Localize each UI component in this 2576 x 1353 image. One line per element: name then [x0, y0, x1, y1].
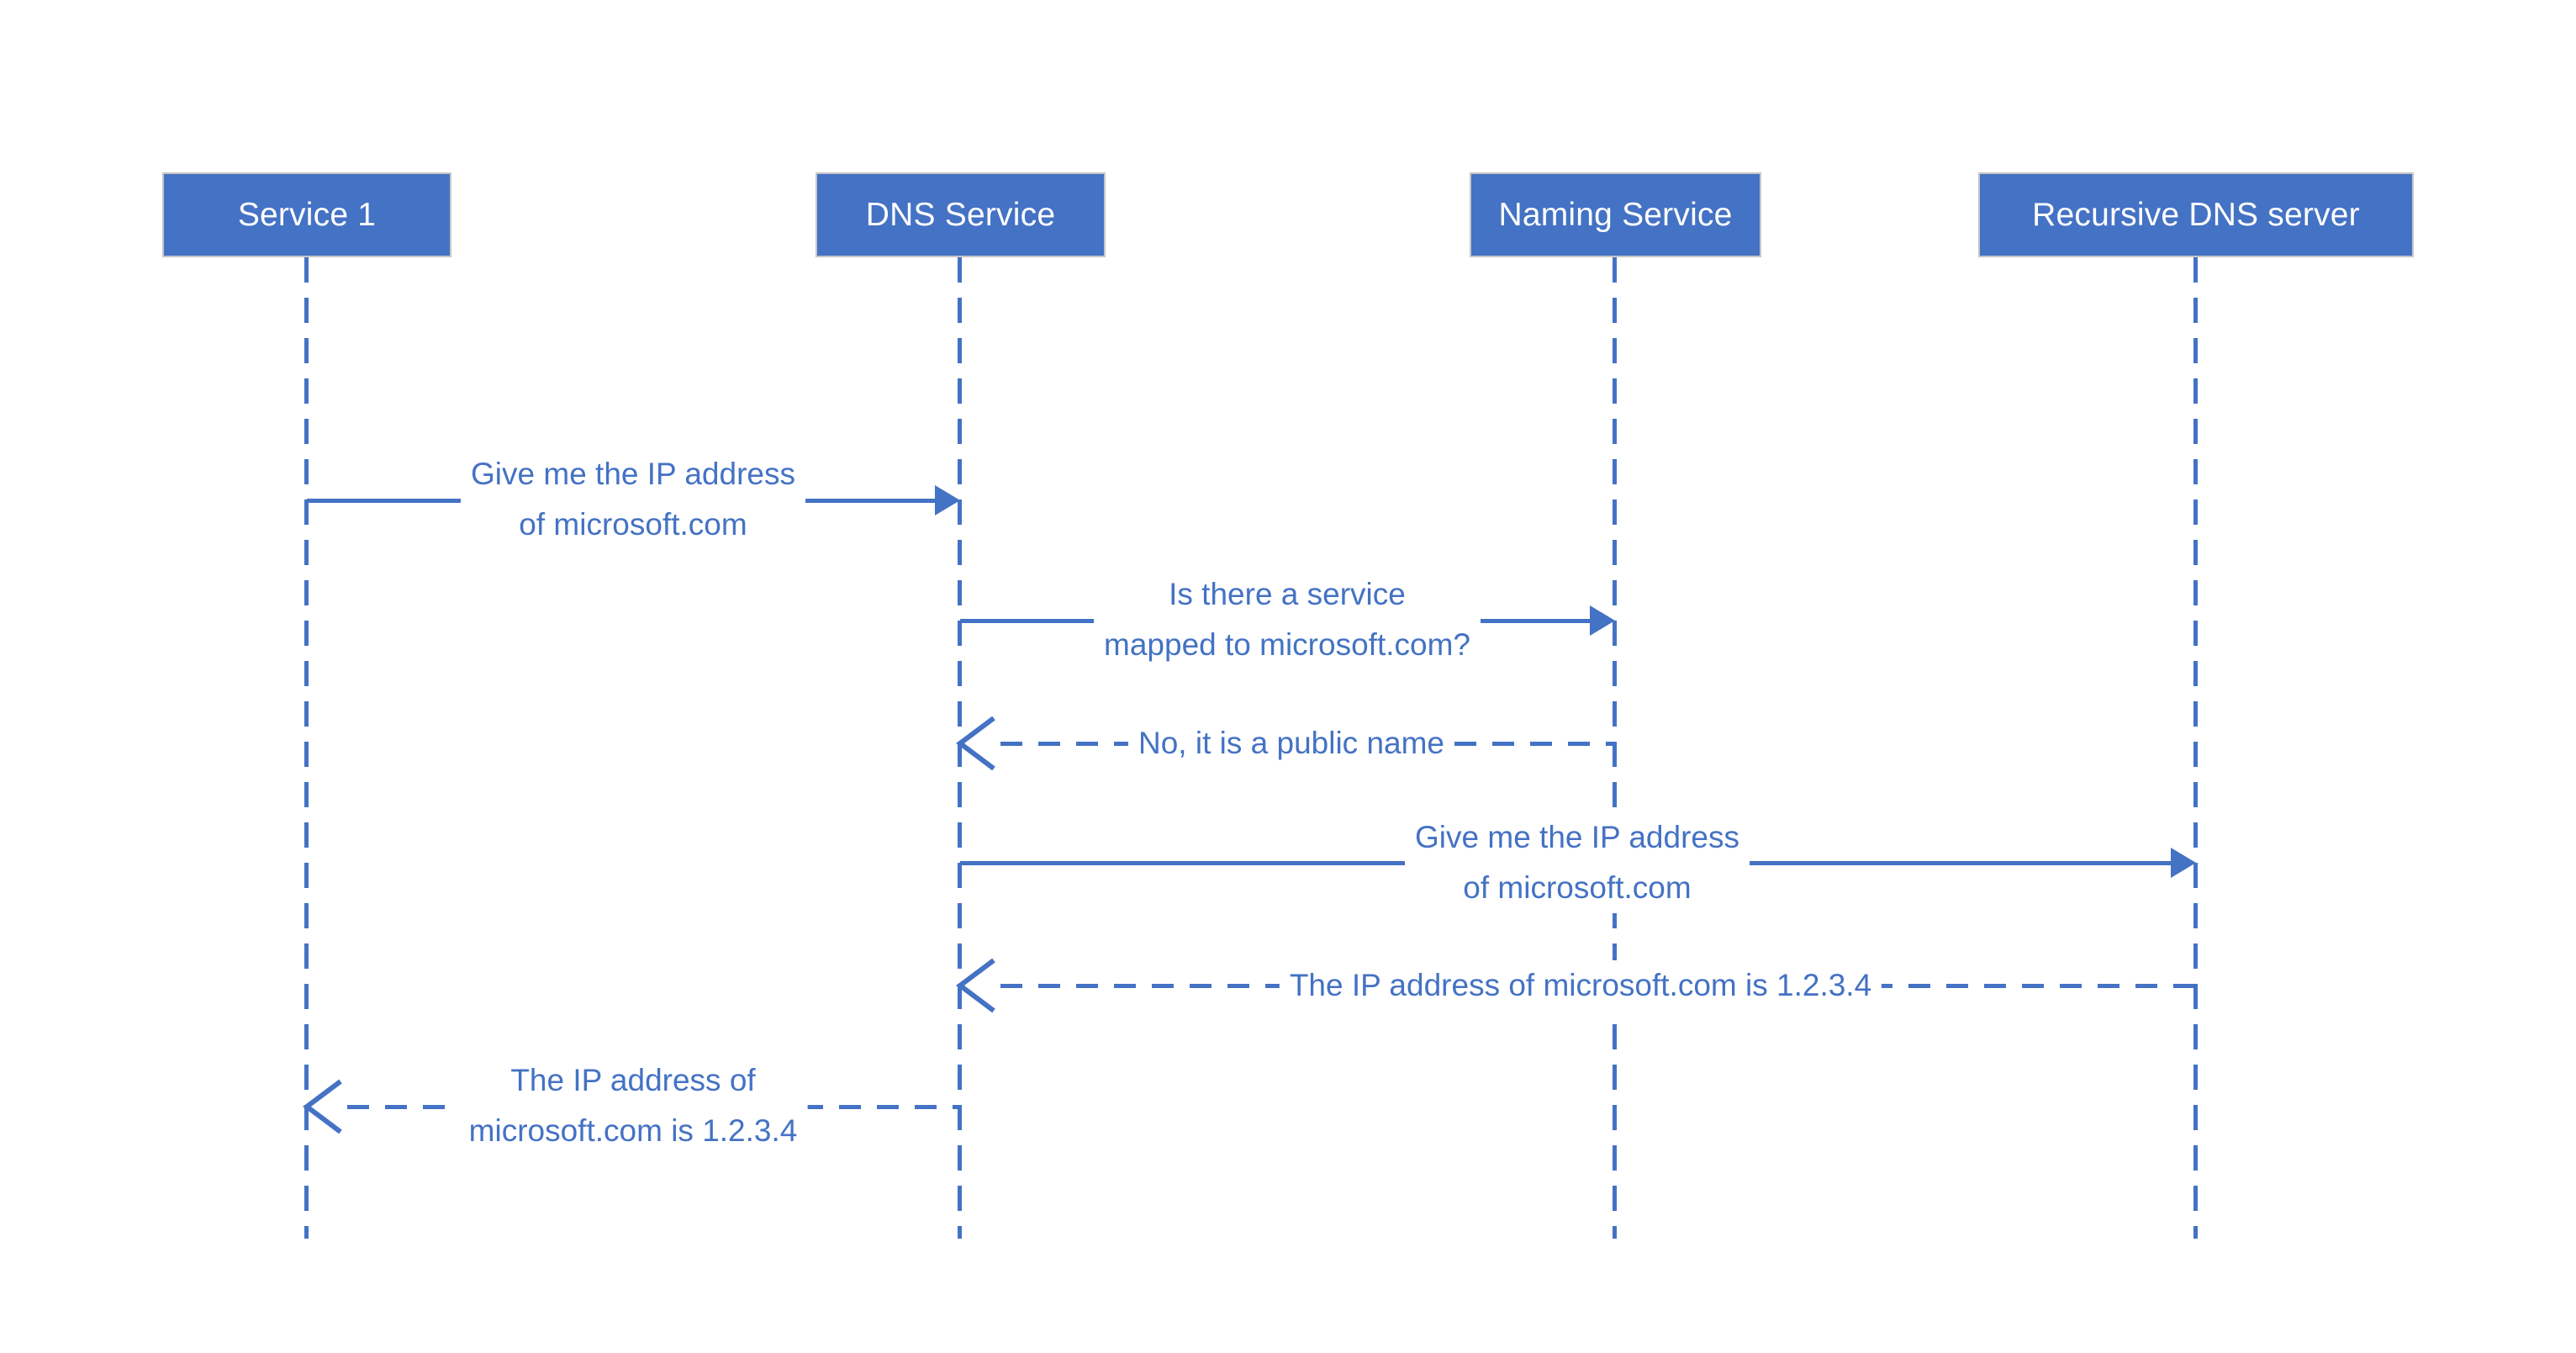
- message-3-open-arrowhead-icon: [956, 716, 995, 771]
- message-2-label-line-2: mapped to microsoft.com?: [1104, 627, 1470, 662]
- actor-box-naming-service: Naming Service: [1470, 172, 1761, 257]
- message-4-label-line-2: of microsoft.com: [1463, 870, 1692, 905]
- actor-label-dns-service: DNS Service: [865, 196, 1056, 233]
- message-5-source-stub: [2193, 986, 2198, 1007]
- actor-label-service-1: Service 1: [237, 196, 377, 233]
- message-3-label: No, it is a public name: [1127, 718, 1455, 769]
- message-2-filled-arrowhead-icon: [1590, 605, 1615, 636]
- message-1-label-line-2: of microsoft.com: [519, 507, 747, 542]
- message-1-source-stub: [304, 500, 309, 522]
- message-2-source-stub: [958, 621, 962, 642]
- message-4-source-stub: [958, 864, 962, 885]
- message-6-open-arrowhead-icon: [303, 1079, 342, 1134]
- message-6-label-line-2: microsoft.com is 1.2.3.4: [468, 1113, 798, 1148]
- message-4-filled-arrowhead-icon: [2171, 848, 2196, 878]
- message-5-label: The IP address of microsoft.com is 1.2.3…: [1279, 960, 1882, 1011]
- message-1-label: Give me the IP address of microsoft.com: [461, 449, 805, 550]
- lifeline-recursive-dns-server: [2193, 257, 2198, 1239]
- message-6-source-stub: [958, 1107, 962, 1128]
- message-6-label: The IP address of microsoft.com is 1.2.3…: [458, 1055, 808, 1156]
- lifeline-dns-service: [958, 257, 962, 1239]
- actor-label-naming-service: Naming Service: [1498, 196, 1733, 233]
- message-4-label: Give me the IP address of microsoft.com: [1405, 812, 1750, 913]
- message-6-label-line-1: The IP address of: [510, 1063, 756, 1097]
- actor-box-dns-service: DNS Service: [816, 172, 1106, 257]
- message-4-label-line-1: Give me the IP address: [1415, 820, 1739, 854]
- message-2-label-line-1: Is there a service: [1169, 577, 1406, 611]
- lifeline-service-1: [304, 257, 309, 1239]
- message-3-label-line-1: No, it is a public name: [1138, 726, 1445, 760]
- actor-box-service-1: Service 1: [162, 172, 451, 257]
- actor-label-recursive-dns-server: Recursive DNS server: [2032, 196, 2360, 233]
- message-1-filled-arrowhead-icon: [935, 485, 960, 515]
- message-1-label-line-1: Give me the IP address: [471, 457, 795, 491]
- message-5-label-line-1: The IP address of microsoft.com is 1.2.3…: [1289, 968, 1872, 1002]
- message-2-label: Is there a service mapped to microsoft.c…: [1094, 569, 1481, 670]
- message-5-open-arrowhead-icon: [956, 958, 995, 1013]
- actor-box-recursive-dns-server: Recursive DNS server: [1978, 172, 2414, 257]
- message-3-source-stub: [1613, 743, 1617, 765]
